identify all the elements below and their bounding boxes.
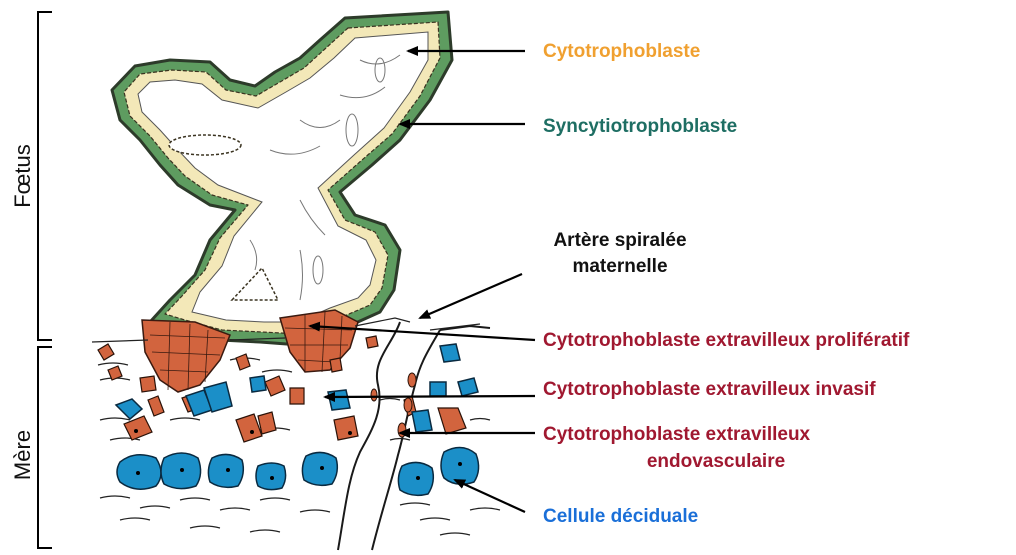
label-cytotrophoblaste: Cytotrophoblaste — [543, 41, 700, 62]
fetus-bracket — [38, 12, 52, 340]
cell-column-right — [280, 310, 358, 372]
spiral-artery — [338, 322, 490, 550]
label-endovasculaire-line1: Cytotrophoblaste extravilleux — [543, 424, 811, 445]
arrow-icon — [420, 274, 522, 318]
label-syncytiotrophoblaste: Syncytiotrophoblaste — [543, 116, 737, 137]
mother-bracket — [38, 347, 52, 548]
villous-tree — [112, 12, 452, 345]
label-artere-line1: Artère spiralée — [553, 230, 686, 251]
label-artere-line2: maternelle — [572, 256, 667, 277]
arrow-icon — [455, 480, 525, 512]
artery-wall-right — [372, 330, 440, 550]
label-endovasculaire-line2: endovasculaire — [647, 451, 785, 472]
villous-lumen — [169, 135, 241, 155]
label-deciduale: Cellule déciduale — [543, 506, 698, 527]
fetus-label: Fœtus — [10, 144, 35, 208]
label-proliferatif: Cytotrophoblaste extravilleux proliférat… — [543, 330, 910, 351]
label-invasif: Cytotrophoblaste extravilleux invasif — [543, 379, 876, 400]
arrow-icon — [325, 396, 535, 397]
mother-label: Mère — [10, 430, 35, 480]
